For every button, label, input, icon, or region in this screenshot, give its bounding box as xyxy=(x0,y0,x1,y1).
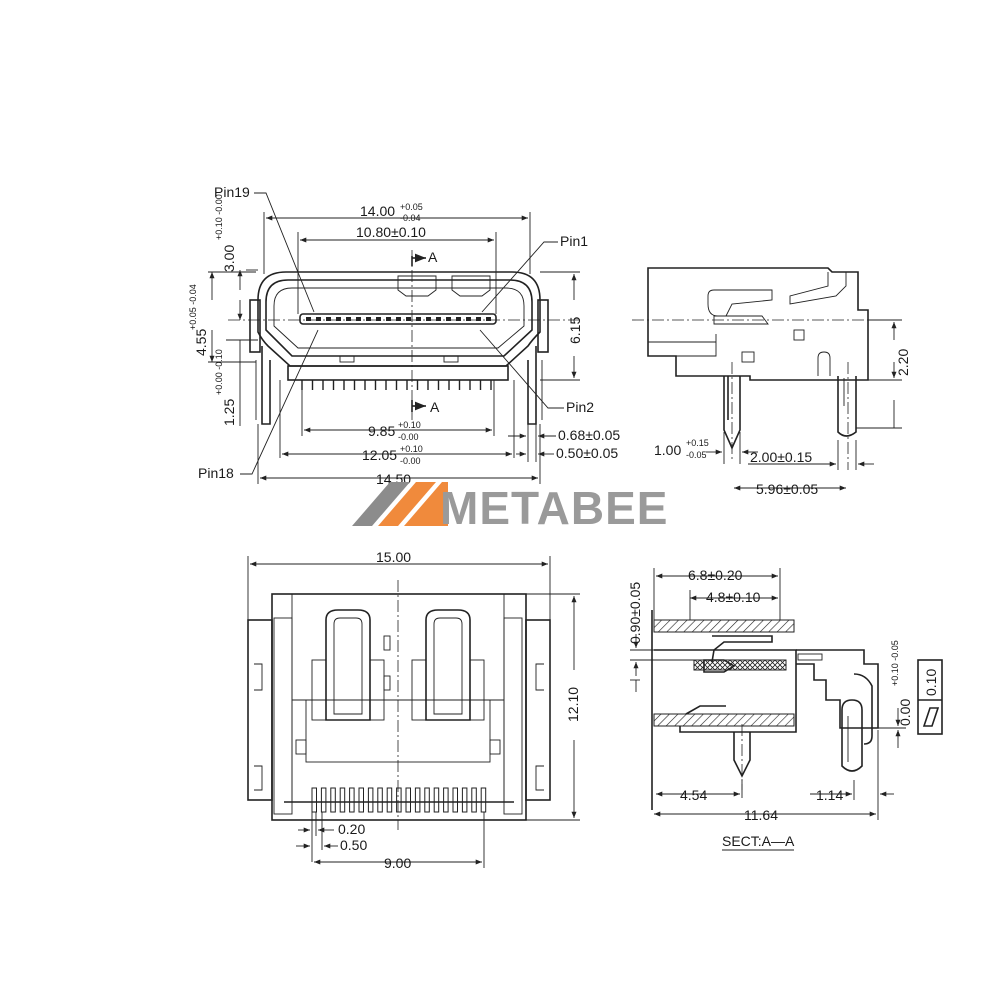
front-view: A A 14.00 +0.05 -0.04 10.80±0.10 Pin19 P… xyxy=(188,184,620,487)
bottom-pin xyxy=(452,787,458,813)
bottom-pin xyxy=(377,787,383,813)
front-pin xyxy=(486,317,491,321)
front-pin xyxy=(476,317,481,321)
flatness-value: 0.10 xyxy=(923,669,939,696)
dim-leg-gap: 0.68±0.05 xyxy=(558,427,620,443)
dim-pin-span: 9.85 xyxy=(368,423,395,439)
dim-width-top-tol-up: +0.05 xyxy=(400,202,423,212)
dim-outer-span-tol-up: +0.10 xyxy=(400,444,423,454)
label-pin1: Pin1 xyxy=(560,233,588,249)
bottom-pin xyxy=(330,787,336,813)
dim-pin-width: 0.20 xyxy=(338,821,365,837)
flatness-icon xyxy=(922,707,940,727)
metabee-logo: METABEE xyxy=(352,482,669,534)
front-pin xyxy=(336,317,341,321)
bottom-pin xyxy=(480,787,487,813)
dim-section-offset: 0.00 xyxy=(897,699,913,726)
dim-leg-thick: 0.50±0.05 xyxy=(556,445,618,461)
bottom-pin xyxy=(358,787,364,813)
bottom-pin xyxy=(339,787,346,813)
dim-outer-span-tol-dn: -0.00 xyxy=(400,456,421,466)
dim-pin-span-tol-dn: -0.00 xyxy=(398,432,419,442)
bottom-pin xyxy=(405,787,411,813)
front-pin xyxy=(326,317,331,321)
dim-width-top: 14.00 xyxy=(360,203,395,219)
dim-outer-span: 12.05 xyxy=(362,447,397,463)
front-pin xyxy=(366,317,371,321)
flatness-frame xyxy=(917,659,943,735)
bottom-pin xyxy=(461,787,468,813)
front-pin xyxy=(376,317,381,321)
bottom-pin xyxy=(471,787,477,813)
dim-section-length: 11.64 xyxy=(744,807,778,823)
bottom-pin-row xyxy=(311,787,487,813)
front-pin xyxy=(426,317,431,321)
section-mark-bottom: A xyxy=(430,399,440,415)
front-pin xyxy=(316,317,321,321)
dim-section-depth-a: 6.8±0.20 xyxy=(688,567,743,583)
dim-bottom-width: 15.00 xyxy=(376,549,411,565)
dim-side-height: 2.20 xyxy=(895,349,911,376)
bottom-view: 15.00 12.10 0.20 0.50 9.00 xyxy=(247,549,581,871)
front-pin xyxy=(386,317,391,321)
dim-height-c: 1.25 xyxy=(221,399,237,426)
dim-height-b-tol: +0.05 -0.04 xyxy=(188,284,198,330)
side-view: 2.20 1.00 +0.15 -0.05 2.00±0.15 5.96±0.0… xyxy=(632,267,911,497)
label-pin18: Pin18 xyxy=(198,465,234,481)
dim-leg-width: 1.00 xyxy=(654,442,681,458)
dim-height-b: 4.55 xyxy=(193,329,209,356)
front-pin-row xyxy=(306,317,491,321)
bottom-pin xyxy=(424,787,430,813)
dim-section-tab: 1.14 xyxy=(816,787,843,803)
dim-leg-span: 5.96±0.05 xyxy=(756,481,818,497)
front-pin xyxy=(356,317,361,321)
bottom-pin xyxy=(433,787,440,813)
dim-height-c-tol: +0.00 -0.10 xyxy=(214,349,224,395)
bottom-pin xyxy=(311,787,317,813)
section-caption: SECT:A—A xyxy=(722,833,795,849)
bottom-pin xyxy=(320,787,327,813)
dim-height-total: 6.15 xyxy=(567,317,583,344)
label-pin19: Pin19 xyxy=(214,184,250,200)
front-pin xyxy=(396,317,401,321)
front-pin xyxy=(406,317,411,321)
dim-pin-span-tol-up: +0.10 xyxy=(398,420,421,430)
label-pin2: Pin2 xyxy=(566,399,594,415)
bottom-pin xyxy=(443,787,449,813)
bottom-pin xyxy=(414,787,421,813)
dim-height-a: 3.00 xyxy=(221,245,237,272)
dim-section-pos-a: 4.54 xyxy=(680,787,707,803)
front-bottom-pins xyxy=(301,380,492,390)
dim-section-depth-b: 4.8±0.10 xyxy=(706,589,761,605)
shell-outline xyxy=(257,271,541,367)
front-pin xyxy=(346,317,351,321)
dim-pin-pitch: 0.50 xyxy=(340,837,367,853)
dim-width-inner: 10.80±0.10 xyxy=(356,224,426,240)
section-view: 6.8±0.20 4.8±0.10 0.90±0.05 0.00 +0.10 -… xyxy=(627,567,943,851)
front-pin xyxy=(466,317,471,321)
dim-section-offset-tol: +0.10 -0.05 xyxy=(890,640,900,686)
dim-bottom-pin-span: 9.00 xyxy=(384,855,411,871)
dim-leg-pitch: 2.00±0.15 xyxy=(750,449,812,465)
dim-bottom-depth: 12.10 xyxy=(565,687,581,722)
bottom-pin xyxy=(396,787,402,813)
dim-leg-width-tol-dn: -0.05 xyxy=(686,450,707,460)
dim-width-top-tol-dn: -0.04 xyxy=(400,213,421,223)
dim-height-a-tol: +0.10 -0.00 xyxy=(214,194,224,240)
front-pin xyxy=(306,317,311,321)
dim-section-height: 0.90±0.05 xyxy=(627,582,643,644)
front-pin xyxy=(416,317,421,321)
front-pin xyxy=(456,317,461,321)
logo-text: METABEE xyxy=(440,482,669,534)
dim-leg-width-tol-up: +0.15 xyxy=(686,438,709,448)
bottom-pin xyxy=(367,787,374,813)
section-mark-top: A xyxy=(428,249,438,265)
bottom-pin xyxy=(349,787,355,813)
front-pin xyxy=(436,317,441,321)
bottom-pin xyxy=(386,787,393,813)
front-pin xyxy=(446,317,451,321)
